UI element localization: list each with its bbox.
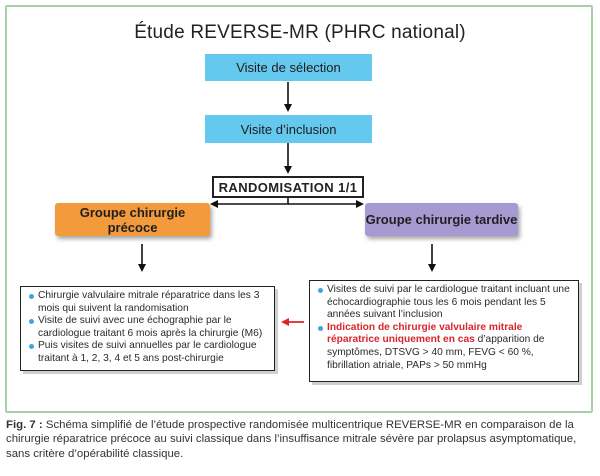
late-group-details: Visites de suivi par le cardiologue trai… bbox=[309, 280, 579, 382]
early-detail-text: Visite de suivi avec une échographie par… bbox=[38, 315, 263, 339]
late-surgery-group-box: Groupe chirurgie tardive bbox=[365, 203, 518, 236]
randomisation-box: RANDOMISATION 1/1 bbox=[212, 176, 364, 198]
early-detail-text: Puis visites de suivi annuelles par le c… bbox=[38, 340, 257, 364]
bullet-icon bbox=[318, 325, 323, 331]
bullet-icon bbox=[29, 294, 34, 299]
selection-visit-label: Visite de sélection bbox=[236, 60, 341, 75]
early-surgery-group-box: Groupe chirurgie précoce bbox=[55, 203, 210, 236]
figure-caption: Fig. 7 : Schéma simplifié de l’étude pro… bbox=[6, 418, 594, 461]
surgery-indication-highlight: Indication de chirurgie valvulaire mitra… bbox=[327, 321, 523, 346]
late-detail-text: Visites de suivi par le cardiologue trai… bbox=[327, 284, 570, 321]
bullet-icon bbox=[29, 344, 34, 350]
bullet-icon bbox=[318, 288, 323, 293]
early-surgery-group-label: Groupe chirurgie précoce bbox=[79, 204, 186, 235]
early-detail-text: Chirurgie valvulaire mitrale réparatrice… bbox=[38, 290, 260, 314]
late-detail-item: Visites de suivi par le cardiologue trai… bbox=[318, 284, 572, 322]
late-detail-item: Indication de chirurgie valvulaire mitra… bbox=[318, 322, 572, 372]
surgery-indication-criteria: d’apparition de symptômes, DTSVG > 40 mm… bbox=[327, 334, 545, 371]
selection-visit-box: Visite de sélection bbox=[205, 54, 372, 81]
early-detail-item: Chirurgie valvulaire mitrale réparatrice… bbox=[29, 290, 268, 315]
early-detail-item: Puis visites de suivi annuelles par le c… bbox=[29, 340, 268, 365]
early-group-details: Chirurgie valvulaire mitrale réparatrice… bbox=[20, 286, 275, 371]
figure-caption-text: Schéma simplifié de l’étude prospective … bbox=[6, 419, 577, 460]
diagram-title: Étude REVERSE-MR (PHRC national) bbox=[134, 22, 466, 43]
bullet-icon bbox=[29, 319, 34, 325]
late-surgery-group-label: Groupe chirurgie tardive bbox=[365, 212, 518, 227]
early-detail-item: Visite de suivi avec une échographie par… bbox=[29, 315, 268, 340]
figure-caption-label: Fig. 7 : bbox=[6, 419, 43, 431]
randomisation-label: RANDOMISATION 1/1 bbox=[218, 179, 358, 195]
inclusion-visit-label: Visite d’inclusion bbox=[240, 121, 337, 137]
inclusion-visit-box: Visite d’inclusion bbox=[205, 115, 372, 143]
